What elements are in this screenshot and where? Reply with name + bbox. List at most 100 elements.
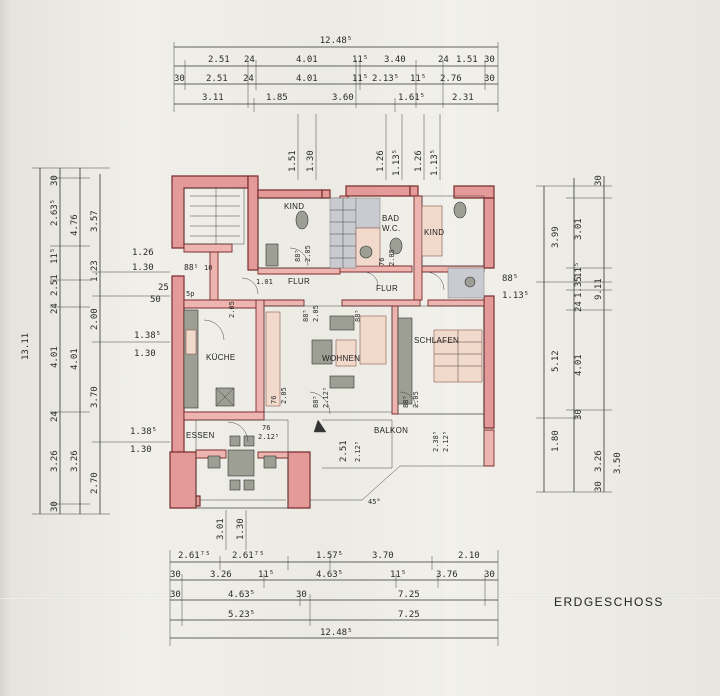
opening-0: 88⁵	[184, 263, 198, 272]
dim-right-o-1: 3.01	[574, 218, 584, 240]
dim-right-label1: 88⁵	[502, 274, 518, 284]
dim-left-i-0: 4.76	[70, 214, 80, 236]
dim-bottom-total: 12.48⁵	[320, 628, 353, 638]
dim-right-i-0: 3.99	[551, 226, 561, 248]
dim-left-o-3: 2.51	[50, 274, 60, 296]
dim-left-o-6: 24	[50, 411, 60, 422]
dim-left-o-5: 4.01	[50, 346, 60, 368]
dim-left-total: 13.11	[21, 333, 31, 360]
dimension-chains-right: 30 3.01 11⁵ 1.35 24 4.01 30 3.26 30 3.99…	[502, 175, 623, 493]
dim-right-i-1: 9.11	[594, 278, 604, 300]
dim-top-r2-5: 2.13⁵	[372, 74, 399, 84]
room-flur-right: FLUR	[376, 284, 398, 293]
dim-bottom-r2-5: 3.76	[436, 570, 458, 580]
dim-left-i-2: 3.26	[70, 450, 80, 472]
opening-17: 2.05	[412, 391, 420, 408]
dim-top-r1-7: 30	[484, 55, 495, 65]
dim-top-r2-6: 11⁵	[410, 74, 426, 84]
dim-top-r1-5: 24	[438, 55, 449, 65]
dim-left-s-3: 50	[150, 295, 161, 305]
dim-bottom-r3-2: 30	[296, 590, 307, 600]
dim-top-r1-6: 1.51	[456, 55, 478, 65]
dim-top-r3-4: 2.31	[452, 93, 474, 103]
dim-top-r1-2: 4.01	[296, 55, 318, 65]
dim-bottom-r1-2: 1.57⁵	[316, 551, 343, 561]
room-labels: KIND BAD W.C. KIND FLUR FLUR KÜCHE WOHNE…	[186, 202, 459, 440]
dim-top-v-0: 1.51	[288, 150, 298, 172]
dim-bottom-r1-4: 2.10	[458, 551, 480, 561]
dim-right-label2: 1.13⁵	[502, 291, 529, 301]
dim-bottom-r2-0: 30	[170, 570, 181, 580]
opening-11: 2.12⁵	[258, 433, 279, 441]
dim-bottom-r3-0: 30	[170, 590, 181, 600]
opening-18: 76	[378, 258, 386, 266]
opening-10: 76	[262, 424, 270, 432]
dim-bottom-r2-1: 3.26	[210, 570, 232, 580]
bathroom-tiles	[295, 197, 485, 299]
opening-15: 2.12⁵	[442, 431, 450, 452]
dim-top-total: 12.48⁵	[320, 36, 353, 46]
dim-top-r3-2: 3.60	[332, 93, 354, 103]
opening-14: 2.38⁵	[432, 431, 440, 452]
dim-top-v-1: 1.30	[306, 150, 316, 172]
dim-top-v-3: 1.13⁵	[392, 149, 402, 176]
dim-left-t-2: 2.00	[90, 308, 100, 330]
dim-top-r3-0: 3.11	[202, 93, 224, 103]
dim-right-o-5: 4.01	[574, 354, 584, 376]
room-balkon: BALKON	[374, 426, 408, 435]
opening-12: 2.51	[339, 440, 349, 462]
dim-bottom-r1-3: 3.70	[372, 551, 394, 561]
dim-bottom-r2-4: 11⁵	[390, 570, 406, 580]
room-kueche: KÜCHE	[206, 353, 236, 362]
dim-left-i-1: 4.01	[70, 348, 80, 370]
dim-right-o-4: 24	[574, 301, 584, 312]
dim-right-i-3: 1.80	[551, 430, 561, 452]
dim-left-o-2: 11⁵	[50, 248, 60, 264]
dim-left-s-4: 1.38⁵	[134, 331, 161, 341]
room-schlafen: SCHLAFEN	[414, 336, 459, 345]
dim-bottom-v-1: 1.30	[236, 518, 246, 540]
dim-left-s-0: 1.26	[132, 248, 154, 258]
opening-13: 2.12⁵	[354, 441, 362, 462]
dim-right-o-8: 30	[594, 481, 604, 492]
opening-24: 45°	[368, 498, 381, 506]
dimension-chains-left: 13.11 30 2.63⁵ 11⁵ 2.51 24 4.01 24 3.26 …	[21, 167, 170, 515]
dim-left-o-4: 24	[50, 303, 60, 314]
dim-top-r1-3: 11⁵	[352, 55, 368, 65]
dim-right-o-2: 11⁵	[574, 262, 584, 278]
dim-right-i-4: 3.50	[613, 452, 623, 474]
opening-dimensions: 88⁵ 2.05 88⁵ 2.05 88⁵ 2.05 76 2.05 88⁵ 2…	[184, 245, 450, 506]
dim-right-o-6: 30	[574, 409, 584, 420]
dim-top-r1-1: 24	[244, 55, 255, 65]
opening-4: 88⁵	[302, 309, 310, 322]
opening-6: 76	[270, 396, 278, 404]
dim-bottom-r3-1: 4.63⁵	[228, 590, 255, 600]
dim-left-s-5: 1.30	[134, 349, 156, 359]
opening-2: 88⁵	[294, 249, 302, 262]
opening-22: 1.01	[256, 278, 273, 286]
opening-1: 2.05	[228, 301, 236, 318]
dim-top-r3-1: 1.85	[266, 93, 288, 103]
dim-left-o-7: 3.26	[50, 450, 60, 472]
opening-19: 2.05	[388, 249, 396, 266]
dim-top-r2-3: 4.01	[296, 74, 318, 84]
dim-left-t-3: 3.70	[90, 386, 100, 408]
dim-bottom-r4-1: 7.25	[398, 610, 420, 620]
room-essen: ESSEN	[186, 431, 215, 440]
opening-5: 2.05	[312, 305, 320, 322]
dim-left-t-4: 2.70	[90, 472, 100, 494]
dim-bottom-r2-3: 4.63⁵	[316, 570, 343, 580]
dim-left-o-8: 30	[50, 501, 60, 512]
dim-top-r1-0: 2.51	[208, 55, 230, 65]
room-kind-left: KIND	[284, 202, 304, 211]
room-bad: BAD	[382, 214, 399, 223]
dim-top-r2-0: 30	[174, 74, 185, 84]
dim-left-s-1: 1.30	[132, 263, 154, 273]
dim-bottom-r4-0: 5.23⁵	[228, 610, 255, 620]
dim-left-t-1: 1.23	[90, 260, 100, 282]
dim-right-i-2: 5.12	[551, 350, 561, 372]
drawing-title: ERDGESCHOSS	[554, 595, 664, 609]
dim-top-r2-4: 11⁵	[352, 74, 368, 84]
opening-8: 88⁵	[312, 395, 320, 408]
